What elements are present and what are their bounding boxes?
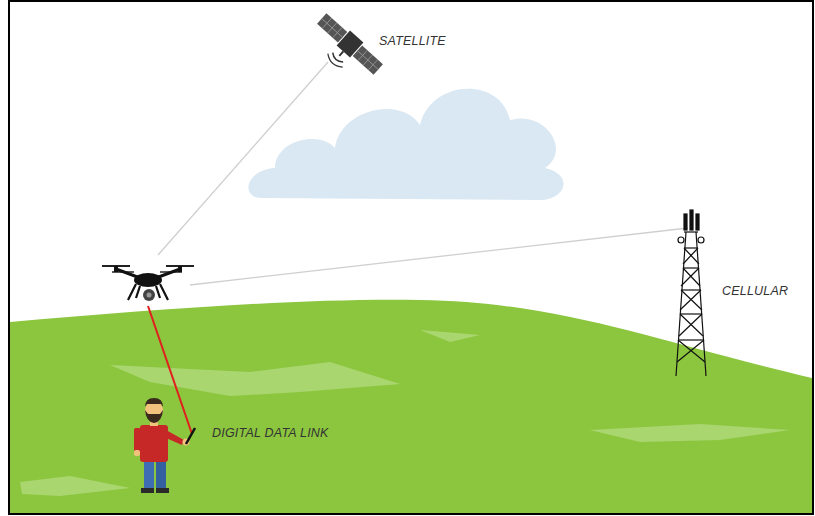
illustration-label: SATELLITE (379, 34, 446, 48)
drone (102, 266, 194, 301)
person (134, 398, 195, 493)
ground (10, 300, 812, 513)
illustration-label: CELLULAR (722, 284, 788, 298)
cell-tower (676, 210, 706, 376)
cellular-link (190, 228, 688, 285)
satellite (304, 11, 385, 89)
cloud (248, 89, 563, 200)
ground-patches (20, 330, 790, 496)
illustration-label: DIGITAL DATA LINK (212, 426, 329, 440)
frame (9, 1, 813, 514)
satellite-link (158, 62, 328, 255)
